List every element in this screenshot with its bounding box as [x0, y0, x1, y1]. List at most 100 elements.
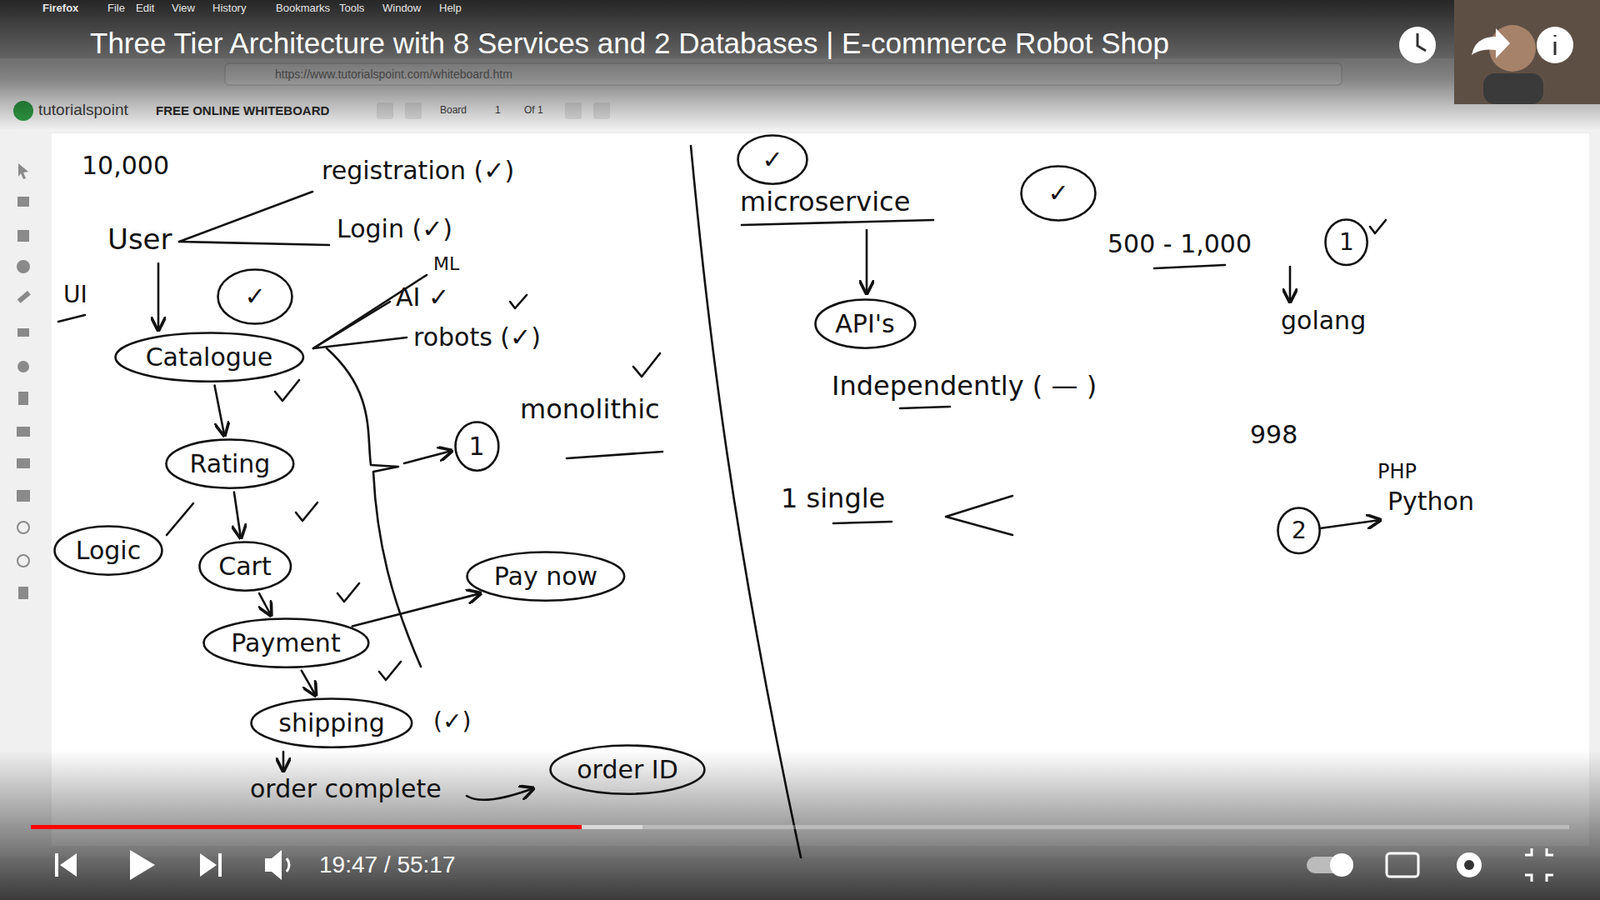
step-label: order complete: [250, 775, 442, 805]
flow-arrow: [865, 230, 869, 294]
ellipse-outline: [467, 552, 625, 601]
menu-item: View: [171, 2, 195, 15]
node-text: ✓: [761, 145, 783, 175]
tool-icon: [18, 586, 29, 600]
flow-arrow: [259, 593, 271, 615]
autoplay-toggle: [1330, 853, 1354, 877]
ellipse-outline: [455, 422, 499, 471]
architecture-label: monolithic: [520, 394, 660, 425]
menu-item: Bookmarks: [275, 2, 330, 15]
tool-icon: [17, 360, 30, 373]
flow-arrow: [215, 385, 225, 435]
ellipse-outline: [1278, 508, 1320, 555]
flow-arrow: [234, 491, 241, 538]
whiteboard: [51, 133, 1590, 846]
callout-number: 1: [454, 420, 500, 472]
info-icon: [1554, 35, 1557, 55]
underline: [833, 521, 892, 524]
menu-item: Firefox: [42, 2, 79, 15]
check-mark: [379, 661, 401, 680]
service-ellipse: Cart: [198, 540, 292, 592]
ellipse-outline: [1325, 220, 1368, 266]
flow-arrow: [301, 670, 316, 696]
count-label: 998: [1250, 420, 1298, 450]
node-text: 2: [1291, 517, 1307, 545]
board-count: Of 1: [524, 105, 544, 117]
share-icon: [1471, 28, 1510, 59]
feature-label: AI ✓: [395, 283, 450, 313]
language-label: PHP: [1377, 460, 1417, 485]
underline: [1154, 265, 1225, 269]
feature-label: robots (✓): [413, 323, 541, 353]
underline: [58, 315, 85, 322]
app-name: FREE ONLINE WHITEBOARD: [155, 103, 330, 118]
previous-icon: [55, 853, 77, 877]
ellipse-outline: [1021, 166, 1096, 221]
node-text: Payment: [230, 629, 340, 659]
menu-item: Help: [439, 2, 462, 15]
tool-icon: [17, 328, 30, 337]
node-text: order ID: [576, 755, 678, 785]
result-ellipse: order ID: [549, 744, 706, 795]
flow-arrow: [1320, 520, 1380, 529]
volume-icon: [265, 850, 282, 880]
board-number: 1: [495, 105, 501, 117]
feature-label: Login (✓): [336, 215, 453, 245]
check-mark: [337, 583, 360, 602]
fullscreen-icon: [1525, 848, 1554, 882]
node-text: ✓: [244, 282, 265, 312]
service-ellipse: Logic: [53, 525, 164, 576]
flow-arrow: [404, 450, 452, 464]
node-text: Rating: [190, 450, 271, 480]
ellipse-outline: [218, 270, 293, 325]
node-text: Catalogue: [145, 343, 274, 373]
volume-icon: [286, 858, 290, 872]
service-ellipse: Catalogue: [114, 331, 305, 383]
brace: [326, 348, 421, 667]
ellipse-outline: [251, 699, 413, 748]
board-frame: [0, 131, 1600, 857]
node-text: Pay now: [494, 562, 598, 592]
menu-item: File: [107, 2, 125, 15]
tool-icon: [18, 163, 29, 180]
tool-icon: [16, 490, 30, 502]
ellipse-outline: [55, 526, 163, 575]
menu-item: History: [212, 2, 246, 15]
underline: [900, 406, 950, 409]
progress-played: [30, 825, 582, 830]
user-count: 10,000: [81, 151, 170, 181]
check-mark: [1370, 220, 1386, 234]
tool-icon: [17, 555, 30, 567]
progress-track: [30, 825, 1570, 830]
service-ellipse: shipping: [250, 697, 414, 749]
tool-icon: [17, 196, 30, 207]
ellipse-outline: [738, 135, 808, 185]
top-icons: [1399, 26, 1574, 64]
service-ellipse: Rating: [165, 438, 295, 490]
time-display: 19:47 / 55:17: [319, 851, 455, 879]
architecture-label: microservice: [740, 186, 910, 218]
title-shade: [0, 0, 1600, 134]
check-circle: ✓: [216, 268, 294, 325]
url-text: https://www.tutorialspoint.com/whiteboar…: [275, 67, 513, 81]
tool-icon: [16, 426, 30, 437]
node-text: shipping: [278, 709, 385, 739]
flow-arrow: [157, 263, 160, 330]
underline: [566, 451, 663, 459]
branch-line: [313, 337, 407, 349]
node-text: 1: [1339, 229, 1355, 256]
info-icon: [1536, 26, 1574, 64]
service-ellipse: Payment: [202, 617, 370, 669]
tool-icon: [17, 290, 31, 304]
progress-buffer: [30, 825, 643, 830]
check-mark: [275, 380, 300, 401]
check-mark: [633, 353, 660, 377]
node-text: ✓: [1047, 179, 1069, 209]
webcam-frame: [1454, 0, 1600, 105]
ellipse-outline: [203, 619, 369, 668]
flow-arrow: [352, 593, 481, 626]
ellipse-outline: [550, 745, 705, 795]
flow-arrow: [1289, 266, 1292, 302]
note-label: UI: [63, 281, 88, 309]
callout-number: 2: [1276, 506, 1321, 555]
